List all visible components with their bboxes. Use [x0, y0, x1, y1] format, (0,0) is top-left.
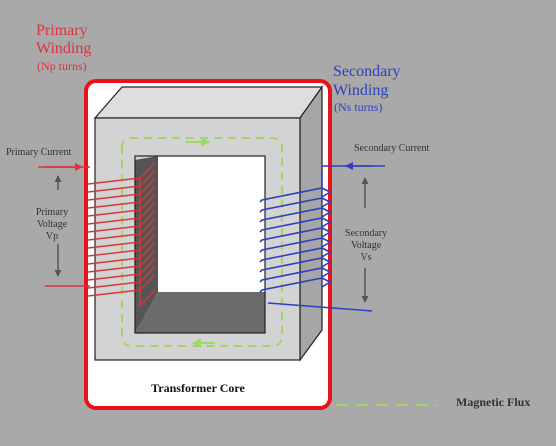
secondary-turns-label: (Ns turns) — [334, 100, 382, 114]
core-window-outline — [134, 155, 266, 334]
primary-turns-label: (Np turns) — [37, 59, 87, 73]
primary-voltage-label-1: Primary — [36, 207, 68, 218]
secondary-voltage-label-1: Secondary — [345, 228, 387, 239]
core-right-face — [299, 85, 323, 362]
secondary-winding-title-1: Secondary — [333, 63, 401, 80]
primary-voltage-symbol: Vp — [46, 231, 58, 242]
secondary-lead-bottom — [267, 302, 373, 312]
secondary-current-label: Secondary Current — [354, 143, 429, 154]
legend-flux-label: Magnetic Flux — [456, 395, 530, 409]
primary-coil — [87, 162, 156, 308]
primary-winding-title-2: Winding — [36, 40, 91, 57]
core-label: Transformer Core — [151, 381, 245, 395]
primary-winding-title-1: Primary — [36, 22, 88, 39]
primary-current-label: Primary Current — [6, 147, 71, 158]
core-window-opening — [158, 156, 265, 292]
secondary-winding-title-2: Winding — [333, 82, 388, 99]
core-top-face — [93, 86, 324, 119]
secondary-coil — [259, 170, 332, 293]
primary-voltage-label-2: Voltage — [37, 219, 68, 230]
secondary-voltage-label-2: Voltage — [351, 240, 382, 251]
magnetic-flux-path — [121, 137, 283, 347]
core-window-inner-bottom — [135, 292, 265, 333]
secondary-voltage-symbol: Vs — [360, 252, 371, 263]
